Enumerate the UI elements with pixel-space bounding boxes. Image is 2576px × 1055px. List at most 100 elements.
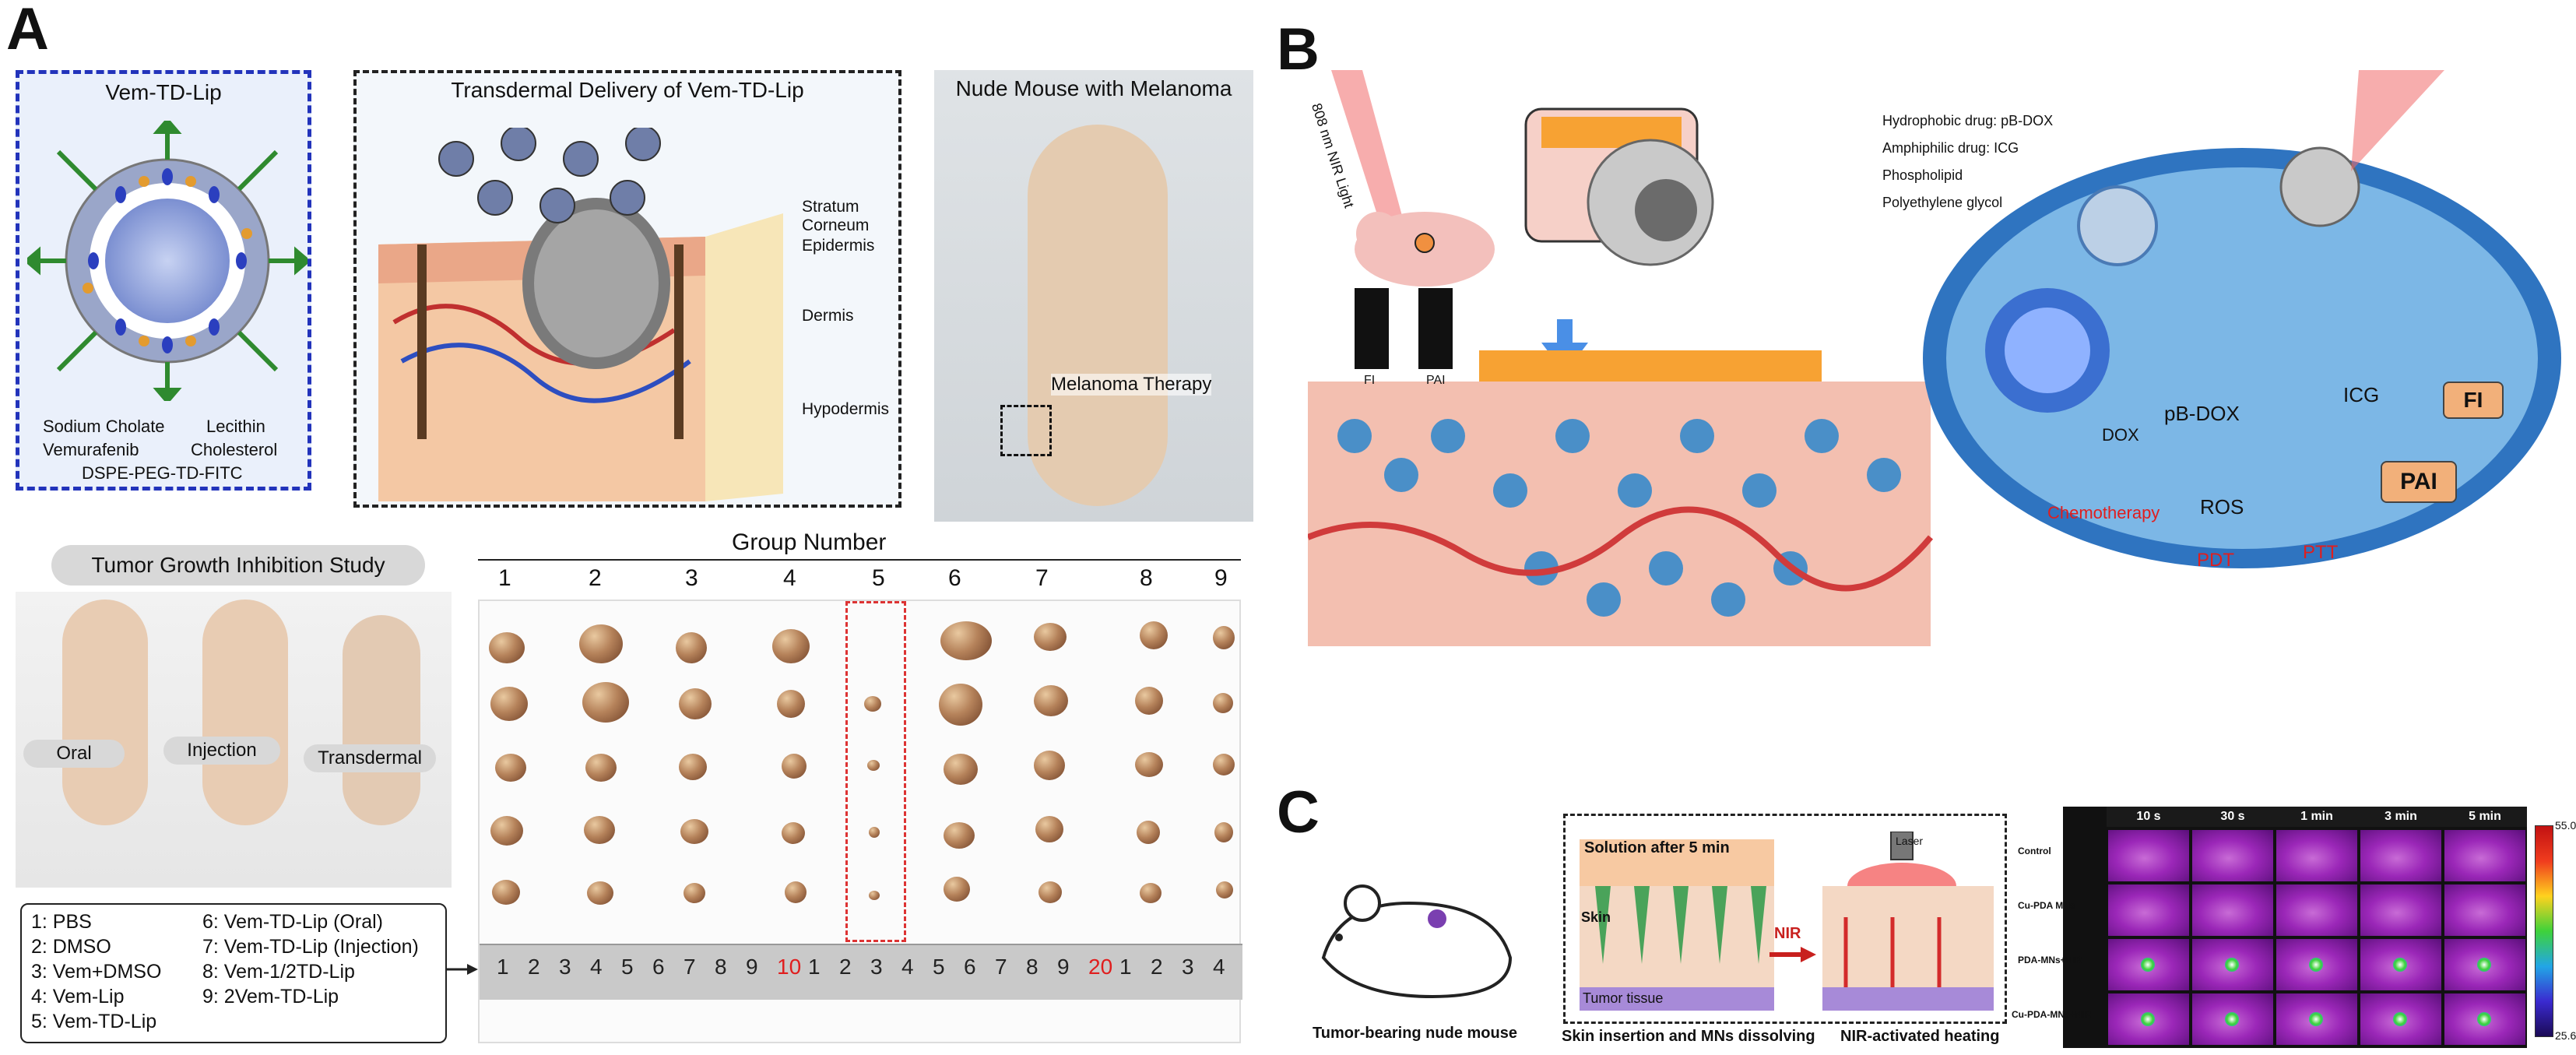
thermal-image	[2107, 992, 2191, 1046]
tumor-mouse-drawing	[1321, 884, 1513, 999]
mn-process-box: Solution after 5 min Skin Tumor tissue N…	[1563, 814, 2007, 1024]
fi-box: FI	[2443, 382, 2504, 419]
ros-label: ROS	[2200, 495, 2244, 519]
ruler-mark: 4	[901, 955, 914, 979]
mouse-injection	[202, 600, 288, 825]
scale-min: 25.6	[2555, 1029, 2576, 1042]
thermal-image	[2443, 937, 2527, 992]
ruler-mark: 9	[746, 955, 758, 979]
time-header-2: 30 s	[2191, 807, 2275, 827]
group-num-6: 6	[948, 565, 961, 591]
time-header-5: 5 min	[2443, 807, 2527, 827]
ruler-mark: 1	[808, 955, 821, 979]
legend-icg: Amphiphilic drug: ICG	[1882, 140, 2019, 156]
group-num-1: 1	[498, 565, 511, 591]
group-number-title: Group Number	[732, 529, 887, 555]
heat-spot	[2309, 958, 2323, 972]
thermal-image	[2275, 828, 2359, 883]
layer-hypodermis: Hypodermis	[802, 400, 890, 418]
ruler-mark: 1	[497, 955, 509, 979]
ruler-mark: 9	[1057, 955, 1070, 979]
route-oral: Oral	[23, 740, 125, 768]
heat-spot	[2225, 1012, 2239, 1026]
ruler-mark: 6	[964, 955, 976, 979]
solution-label: Solution after 5 min	[1584, 839, 1730, 856]
ruler-mark: 2	[528, 955, 540, 979]
group-1: 1: PBS	[31, 911, 92, 933]
liposome-panel: Vem-TD-Lip Sodium Cholate Lecithin Vemur…	[16, 70, 311, 491]
route-transdermal: Transdermal	[304, 744, 436, 772]
row-label-cu-pda: Cu-PDA MNs	[2018, 900, 2075, 911]
pai-image	[1418, 288, 1453, 369]
ruler-mark: 5	[621, 955, 634, 979]
mouse-caption: Tumor-bearing nude mouse	[1313, 1025, 1517, 1042]
ruler-mark: 2	[839, 955, 852, 979]
legend-cholesterol: Cholesterol	[191, 440, 278, 459]
mice-routes-photo: Oral Injection Transdermal	[16, 592, 452, 888]
heat-spot	[2141, 1012, 2155, 1026]
legend-peg: Polyethylene glycol	[1882, 195, 2003, 210]
group-3: 3: Vem+DMSO	[31, 961, 162, 983]
thermal-image	[2359, 992, 2443, 1046]
pai-box: PAI	[2381, 461, 2457, 503]
nir-arrow	[1769, 947, 1816, 962]
thermal-cells	[2063, 807, 2527, 1048]
row-label-control: Control	[2018, 846, 2051, 856]
panel-b-letter: B	[1277, 16, 1320, 83]
group-legend: 1: PBS 2: DMSO 3: Vem+DMSO 4: Vem-Lip 5:…	[20, 903, 447, 1043]
group-5: 5: Vem-TD-Lip	[31, 1011, 157, 1032]
row-label-pda-nir: PDA-MNs+NIR	[2018, 955, 2082, 965]
heat-spot	[2309, 1012, 2323, 1026]
ruler-mark: 2	[1151, 955, 1163, 979]
melanoma-therapy-label: Melanoma Therapy	[1051, 374, 1212, 396]
thermal-image	[2191, 828, 2275, 883]
laser-label: Laser	[1896, 835, 1924, 847]
legend-arrow	[447, 964, 478, 975]
fi-image	[1355, 288, 1389, 369]
group5-highlight	[845, 601, 906, 942]
thermal-image	[2191, 992, 2275, 1046]
layer-epidermis: Epidermis	[802, 237, 875, 255]
transdermal-title: Transdermal Delivery of Vem-TD-Lip	[451, 78, 804, 102]
nude-mouse-photo: Nude Mouse with Melanoma Melanoma Therap…	[934, 70, 1253, 522]
tumor-tissue-label: Tumor tissue	[1583, 990, 1664, 1006]
heat-spot	[2477, 958, 2491, 972]
temperature-scale-bar	[2535, 825, 2553, 1037]
fi-label: FI	[1364, 374, 1376, 387]
dox-label: DOX	[2102, 425, 2139, 445]
thermal-image	[2359, 937, 2443, 992]
scale-max: 55.0	[2555, 819, 2576, 832]
time-header-1: 10 s	[2107, 807, 2191, 827]
skin-label: Skin	[1581, 909, 1611, 925]
route-injection: Injection	[163, 737, 280, 765]
thermal-image	[2107, 937, 2191, 992]
group-8: 8: Vem-1/2TD-Lip	[202, 961, 355, 983]
ruler-mark: 5	[933, 955, 945, 979]
thermal-grid: 10 s 30 s 1 min 3 min 5 min	[2063, 807, 2527, 1048]
legend-sodium-cholate: Sodium Cholate	[43, 417, 165, 436]
legend-vemurafenib: Vemurafenib	[43, 440, 139, 459]
layer-corneum: Corneum	[802, 216, 870, 234]
thermal-image	[2359, 828, 2443, 883]
thermal-image	[2275, 937, 2359, 992]
thermal-image	[2443, 883, 2527, 937]
layer-stratum: Stratum	[802, 198, 859, 216]
ruler-mark: 8	[715, 955, 727, 979]
heat-spot	[2393, 1012, 2407, 1026]
chemotherapy-label: Chemotherapy	[2047, 503, 2160, 522]
group-num-5: 5	[872, 565, 885, 591]
pbdox-label: pB-DOX	[2164, 402, 2240, 425]
group-num-8: 8	[1140, 565, 1153, 591]
layer-dermis: Dermis	[802, 307, 854, 325]
group-2: 2: DMSO	[31, 936, 111, 958]
ruler-mark: 4	[590, 955, 603, 979]
ruler-mark: 7	[995, 955, 1007, 979]
thermal-image	[2443, 828, 2527, 883]
caption-insertion: Skin insertion and MNs dissolving	[1562, 1028, 1815, 1045]
heat-spot	[2393, 958, 2407, 972]
group-num-3: 3	[685, 565, 698, 591]
study-title: Tumor Growth Inhibition Study	[51, 545, 425, 586]
nir-label: NIR	[1774, 925, 1801, 942]
nir-heating-drawing	[1822, 832, 1994, 1011]
